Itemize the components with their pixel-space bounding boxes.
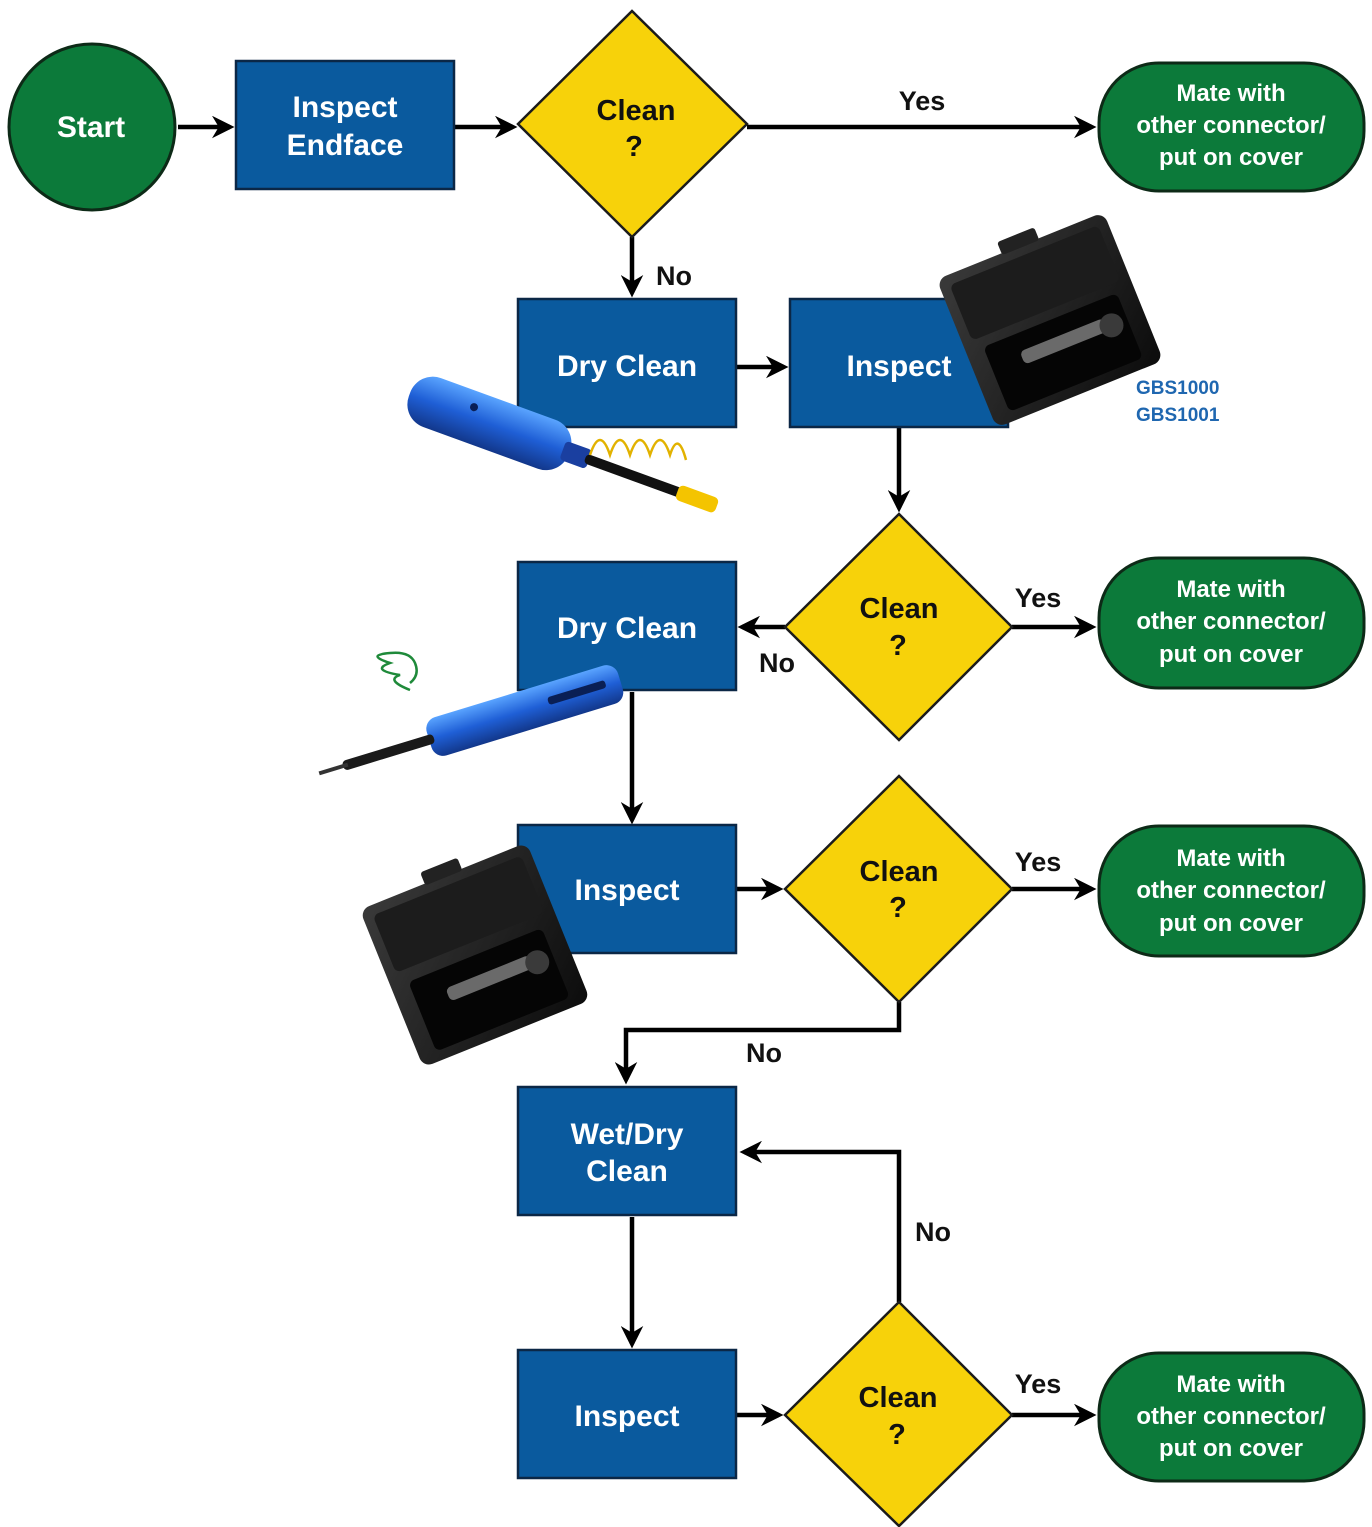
yes-label-4: Yes (1015, 1369, 1062, 1399)
dry-clean-2-label: Dry Clean (557, 612, 697, 645)
connectors (178, 115, 1097, 1427)
inspect-3-label: Inspect (574, 1400, 679, 1433)
dry-clean-1-label: Dry Clean (557, 350, 697, 383)
mate-2-line3: put on cover (1159, 641, 1303, 668)
decision-1-line2: ? (625, 131, 643, 163)
mate-terminal-1: Mate with other connector/ put on cover (1097, 61, 1366, 193)
yes-label-2: Yes (1015, 583, 1062, 613)
decision-3-line2: ? (889, 892, 907, 924)
mate-2-line2: other connector/ (1136, 608, 1326, 635)
wet-dry-clean-line2: Clean (586, 1155, 668, 1188)
start-node: Start (7, 42, 177, 212)
model-gbs1001: GBS1001 (1136, 405, 1220, 426)
mate-4-line1: Mate with (1176, 1371, 1285, 1398)
decision-clean-2: Clean ? (783, 512, 1014, 742)
inspection-scope-case-image-2 (362, 845, 588, 1065)
no-label-1: No (656, 261, 692, 291)
model-gbs1000: GBS1000 (1136, 378, 1219, 399)
mate-4-line3: put on cover (1159, 1435, 1303, 1462)
mate-1-line1: Mate with (1176, 80, 1285, 107)
decision-4-line1: Clean (859, 1382, 938, 1414)
decision-4-line2: ? (888, 1419, 906, 1451)
edge-decision3-no (614, 1002, 902, 1085)
blue-cleaner-pen-image-2 (318, 651, 624, 776)
mate-terminal-2: Mate with other connector/ put on cover (1097, 556, 1366, 690)
inspect-endface-box: Inspect Endface (234, 59, 456, 191)
inspect-endface-line1: Inspect (292, 91, 397, 124)
no-label-4: No (915, 1217, 951, 1247)
yes-label-1: Yes (899, 86, 946, 116)
mate-4-line2: other connector/ (1136, 1403, 1326, 1430)
mate-2-line1: Mate with (1176, 576, 1285, 603)
no-label-3: No (746, 1038, 782, 1068)
yes-label-3: Yes (1015, 847, 1062, 877)
inspect-endface-line2: Endface (287, 129, 404, 162)
dry-clean-box-1: Dry Clean (516, 297, 738, 429)
decision-3-line1: Clean (860, 856, 939, 888)
decision-clean-4: Clean ? (783, 1300, 1014, 1527)
dry-clean-box-2: Dry Clean (516, 560, 738, 692)
wet-dry-clean-line1: Wet/Dry (571, 1118, 684, 1151)
inspect-box-3: Inspect (516, 1348, 738, 1480)
decision-1-line1: Clean (597, 95, 676, 127)
decision-2-line1: Clean (860, 593, 939, 625)
wet-dry-clean-box: Wet/Dry Clean (516, 1085, 738, 1217)
edge-decision4-no (739, 1140, 902, 1302)
inspect-1-label: Inspect (846, 350, 951, 383)
no-label-2: No (759, 648, 795, 678)
mate-3-line1: Mate with (1176, 845, 1285, 872)
decision-2-line2: ? (889, 630, 907, 662)
decision-clean-1: Clean ? (516, 9, 749, 239)
inspect-2-label: Inspect (574, 874, 679, 907)
mate-3-line2: other connector/ (1136, 877, 1326, 904)
inspection-scope-case-image-1 (939, 215, 1161, 425)
mate-3-line3: put on cover (1159, 910, 1303, 937)
mate-1-line2: other connector/ (1136, 112, 1326, 139)
blue-cleaner-pen-image-1 (407, 376, 719, 513)
mate-1-line3: put on cover (1159, 144, 1303, 171)
mate-terminal-3: Mate with other connector/ put on cover (1097, 824, 1366, 958)
decision-clean-3: Clean ? (783, 774, 1014, 1004)
start-label: Start (57, 111, 125, 144)
mate-terminal-4: Mate with other connector/ put on cover (1097, 1351, 1366, 1483)
